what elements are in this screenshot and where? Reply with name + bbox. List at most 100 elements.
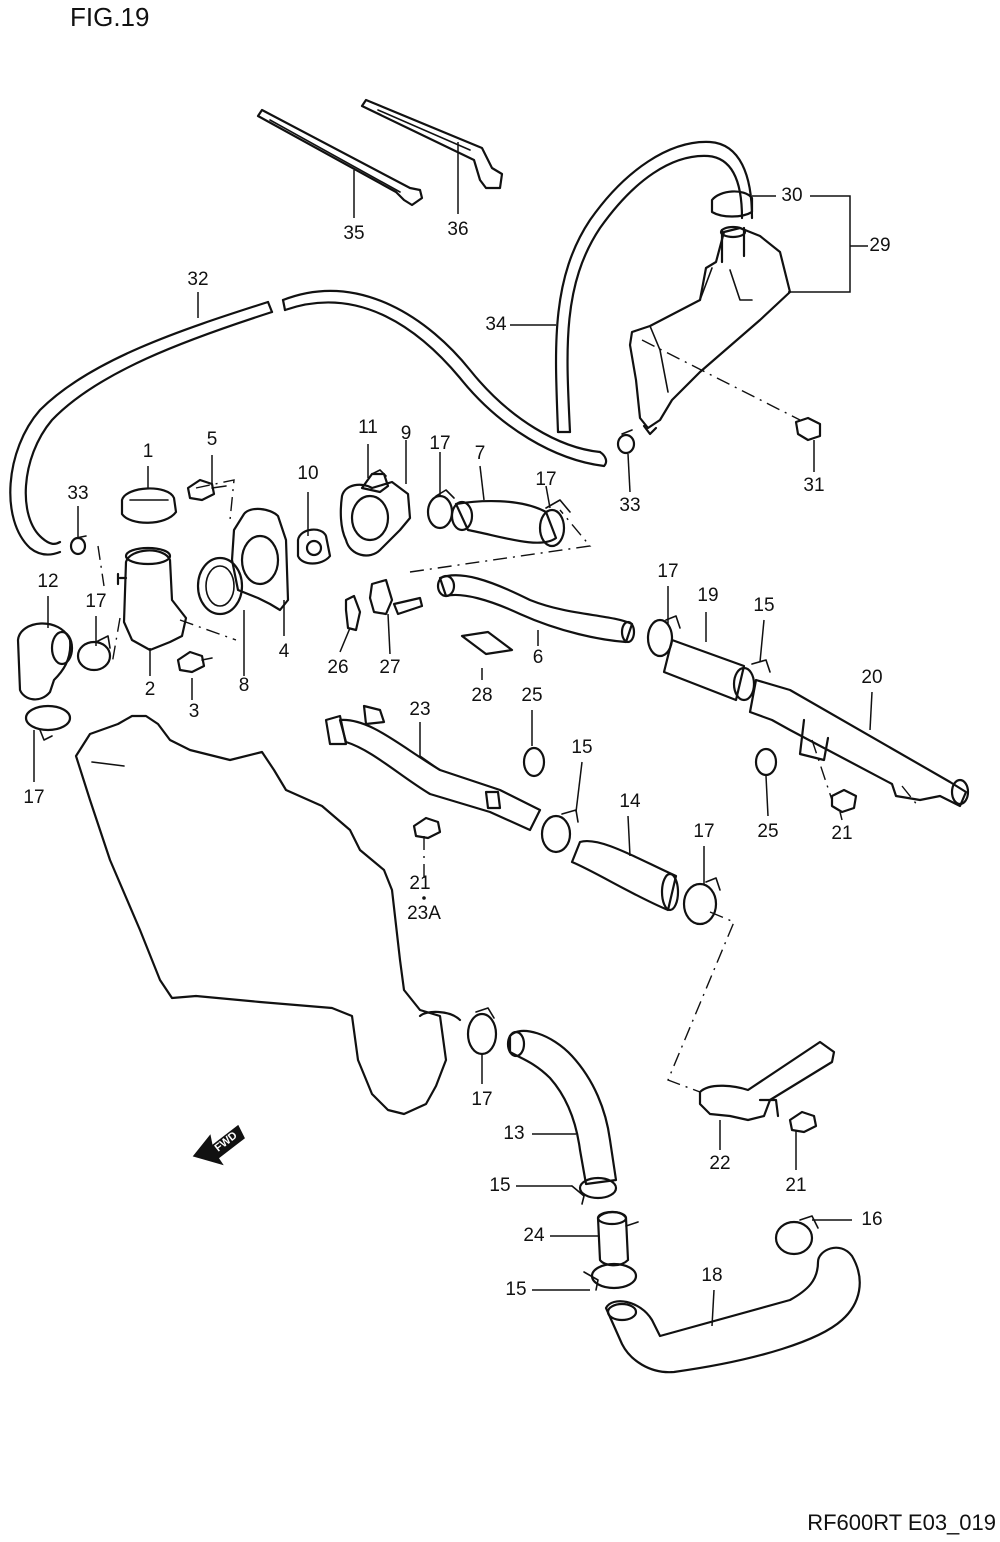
callout-27: 27 bbox=[379, 657, 400, 678]
callout-21-a: 21 bbox=[409, 873, 430, 894]
clamp-17-upper-left[interactable] bbox=[426, 489, 455, 530]
callout-13: 13 bbox=[503, 1123, 524, 1144]
figure-code: RF600RT E03_019 bbox=[807, 1510, 996, 1535]
callout-26: 26 bbox=[327, 657, 348, 678]
callout-34: 34 bbox=[485, 314, 507, 335]
bolt-5[interactable] bbox=[186, 478, 227, 502]
clamp-17-left-upper[interactable] bbox=[76, 635, 112, 672]
callout-25-a: 25 bbox=[521, 685, 542, 706]
bolt-21-right[interactable] bbox=[830, 788, 858, 814]
reservoir-tank-29[interactable] bbox=[628, 225, 792, 436]
callout-17-c: 17 bbox=[85, 591, 106, 612]
callout-5: 5 bbox=[207, 429, 218, 450]
callout-17-e: 17 bbox=[657, 561, 678, 582]
callout-2: 2 bbox=[145, 679, 156, 700]
thermostat-cover-9[interactable] bbox=[339, 480, 412, 557]
callout-31: 31 bbox=[803, 475, 824, 496]
callout-15-d: 15 bbox=[505, 1279, 526, 1300]
gasket-8[interactable] bbox=[196, 556, 244, 616]
thermostat-10[interactable] bbox=[296, 528, 332, 565]
radiator-cap-1[interactable] bbox=[120, 487, 178, 524]
hose-6[interactable] bbox=[436, 574, 636, 644]
bolt-3[interactable] bbox=[176, 650, 213, 674]
callout-3: 3 bbox=[189, 701, 200, 722]
assembly-lines bbox=[97, 339, 919, 1093]
strap-36[interactable] bbox=[360, 98, 504, 190]
callout-7: 7 bbox=[475, 443, 486, 464]
callout-16: 16 bbox=[861, 1209, 882, 1230]
clamp-15-hose-14[interactable] bbox=[540, 809, 579, 854]
hose-18[interactable] bbox=[604, 1246, 861, 1374]
clamp-33-left[interactable] bbox=[69, 535, 87, 556]
callout-17-b: 17 bbox=[535, 469, 556, 490]
water-pipe-22[interactable] bbox=[698, 1040, 836, 1122]
callout-17-a: 17 bbox=[429, 433, 450, 454]
reference-dot bbox=[422, 896, 426, 900]
clamp-17-lower[interactable] bbox=[466, 1007, 498, 1056]
clamp-17-hose-19[interactable] bbox=[646, 615, 681, 658]
bolt-11[interactable] bbox=[360, 469, 390, 494]
sensor-26[interactable] bbox=[344, 594, 362, 632]
callout-29: 29 bbox=[869, 235, 890, 256]
hose-19[interactable] bbox=[662, 638, 746, 702]
bolt-31[interactable] bbox=[794, 416, 822, 442]
callout-18: 18 bbox=[701, 1265, 722, 1286]
callout-23a: 23A bbox=[407, 903, 441, 924]
callout-19: 19 bbox=[697, 585, 718, 606]
radiator bbox=[74, 714, 462, 1116]
callout-12: 12 bbox=[37, 571, 58, 592]
water-inlet-2[interactable] bbox=[116, 546, 188, 652]
cushion-28[interactable] bbox=[460, 630, 514, 656]
water-pipe-20[interactable] bbox=[748, 678, 970, 808]
callout-17-f: 17 bbox=[693, 821, 714, 842]
callout-10: 10 bbox=[297, 463, 318, 484]
callout-24: 24 bbox=[523, 1225, 545, 1246]
hose-13[interactable] bbox=[506, 1029, 618, 1186]
callout-32: 32 bbox=[187, 269, 208, 290]
hose-12[interactable] bbox=[16, 622, 74, 701]
leader-lines bbox=[33, 142, 873, 1327]
hose-23[interactable] bbox=[324, 704, 542, 832]
callout-21-b: 21 bbox=[831, 823, 852, 844]
o-ring-25-right[interactable] bbox=[754, 747, 778, 777]
callout-1: 1 bbox=[143, 441, 154, 462]
callout-labels: 1 2 3 4 5 6 7 8 9 10 11 12 13 14 15 15 1… bbox=[23, 185, 890, 1300]
bolt-21-lower[interactable] bbox=[788, 1110, 818, 1134]
callout-9: 9 bbox=[401, 423, 412, 444]
callout-25-b: 25 bbox=[757, 821, 778, 842]
clamp-16[interactable] bbox=[774, 1215, 819, 1256]
clamp-17-left-lower[interactable] bbox=[24, 704, 72, 741]
callout-17-d: 17 bbox=[23, 787, 44, 808]
callout-33-b: 33 bbox=[619, 495, 640, 516]
callout-17-g: 17 bbox=[471, 1089, 492, 1110]
callout-14: 14 bbox=[619, 791, 641, 812]
bolt-21-center[interactable] bbox=[412, 816, 442, 840]
clamp-33-right[interactable] bbox=[616, 429, 636, 455]
hose-32[interactable] bbox=[9, 289, 608, 556]
callout-8: 8 bbox=[239, 675, 250, 696]
fwd-arrow-icon: FWD bbox=[192, 1124, 245, 1166]
clamp-15-hose-13[interactable] bbox=[571, 1176, 618, 1205]
clamp-17-hose-14[interactable] bbox=[682, 877, 721, 926]
callout-11: 11 bbox=[358, 417, 378, 438]
strap-35[interactable] bbox=[256, 108, 424, 207]
callout-22: 22 bbox=[709, 1153, 730, 1174]
callout-30: 30 bbox=[781, 185, 802, 206]
callout-21-c: 21 bbox=[785, 1175, 806, 1196]
callout-35: 35 bbox=[343, 223, 364, 244]
clamp-15-hose-19[interactable] bbox=[732, 659, 771, 702]
callout-15-c: 15 bbox=[489, 1175, 510, 1196]
callout-15-b: 15 bbox=[571, 737, 592, 758]
clamp-15-bottom[interactable] bbox=[583, 1262, 638, 1291]
callout-6: 6 bbox=[533, 647, 544, 668]
hose-14[interactable] bbox=[570, 839, 680, 912]
callout-20: 20 bbox=[861, 667, 882, 688]
o-ring-25-center[interactable] bbox=[522, 746, 546, 778]
union-24[interactable] bbox=[596, 1210, 639, 1267]
clamp-17-upper-right[interactable] bbox=[538, 499, 571, 548]
reservoir-cap-30[interactable] bbox=[710, 190, 754, 218]
callout-4: 4 bbox=[279, 641, 290, 662]
sensor-27[interactable] bbox=[368, 578, 424, 616]
hose-34[interactable] bbox=[554, 140, 754, 434]
